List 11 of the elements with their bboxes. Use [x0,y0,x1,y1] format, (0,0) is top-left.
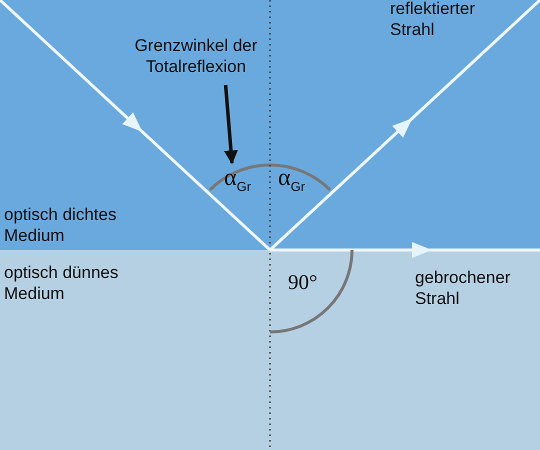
ray-label: gebrochener Strahl [415,267,512,309]
leader-arrow [224,84,238,164]
angle-label: α$_{Gr}$ [224,168,252,196]
medium-label: optisch dünnes Medium [4,262,120,304]
angle-label: α$_{Gr}$ [278,168,306,196]
angle-label: 90° [288,272,318,293]
ray-label: reflektierter Strahl [390,0,476,40]
medium-label: optisch dichtes Medium [4,204,118,246]
medium-band [0,250,540,450]
angle-arc [208,163,332,193]
callout-text: Grenzwinkel der Totalreflexion [122,35,270,77]
